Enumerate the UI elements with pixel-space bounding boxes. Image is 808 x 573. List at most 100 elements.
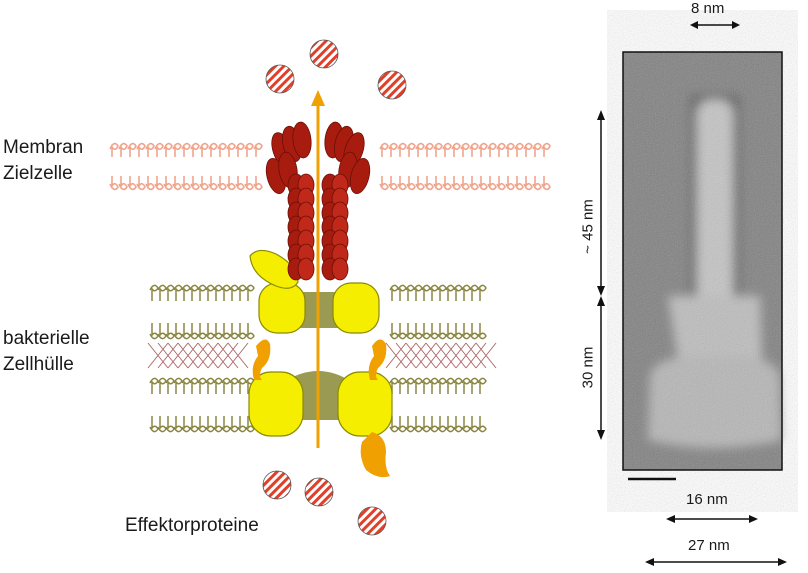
- needle-subunit: [331, 257, 349, 281]
- envelope-lipid: [445, 323, 455, 340]
- lipid-lower: [208, 176, 218, 191]
- envelope-lipid: [453, 323, 463, 340]
- envelope-lipid: [205, 377, 215, 394]
- envelope-lipid: [189, 377, 199, 394]
- envelope-lipid: [421, 284, 431, 301]
- envelope-lipid: [205, 416, 215, 433]
- lipid-lower: [145, 176, 155, 191]
- lipid-upper: [379, 142, 389, 157]
- lipid-upper: [541, 142, 551, 157]
- envelope-lipid: [413, 377, 423, 394]
- envelope-lipid: [389, 323, 399, 340]
- envelope-lipid: [157, 377, 167, 394]
- envelope-lipid: [221, 416, 231, 433]
- linker-left: [252, 339, 271, 380]
- envelope-lipid: [189, 284, 199, 301]
- lipid-upper: [460, 142, 470, 157]
- lipid-upper: [514, 142, 524, 157]
- lipid-lower: [181, 176, 191, 191]
- envelope-lipid: [213, 323, 223, 340]
- envelope-lipid: [413, 323, 423, 340]
- envelope-lipid: [421, 323, 431, 340]
- lipid-upper: [532, 142, 542, 157]
- envelope-lipid: [461, 284, 471, 301]
- envelope-lipid: [165, 284, 175, 301]
- lipid-lower: [253, 176, 263, 191]
- needle-width-label: 8 nm: [691, 0, 725, 17]
- lipid-upper: [163, 142, 173, 157]
- lipid-upper: [136, 142, 146, 157]
- envelope-lipid: [445, 416, 455, 433]
- lipid-upper: [181, 142, 191, 157]
- envelope-lipid: [429, 377, 439, 394]
- lipid-upper: [253, 142, 263, 157]
- lipid-lower: [505, 176, 515, 191]
- envelope-lipid: [197, 284, 207, 301]
- lipid-lower: [496, 176, 506, 191]
- envelope-lipid: [229, 416, 239, 433]
- envelope-lipid: [157, 416, 167, 433]
- envelope-lipid: [229, 323, 239, 340]
- envelope-lipid: [477, 416, 487, 433]
- envelope-lipid: [405, 323, 415, 340]
- lipid-lower: [190, 176, 200, 191]
- envelope-lipid: [437, 284, 447, 301]
- lipid-upper: [109, 142, 119, 157]
- envelope-lipid: [389, 284, 399, 301]
- envelope-lipid: [469, 284, 479, 301]
- envelope-lipid: [173, 323, 183, 340]
- lipid-lower: [415, 176, 425, 191]
- lipid-lower: [478, 176, 488, 191]
- lipid-lower: [514, 176, 524, 191]
- lipid-lower: [118, 176, 128, 191]
- lipid-upper: [127, 142, 137, 157]
- envelope-lipid: [213, 416, 223, 433]
- envelope-lipid: [237, 323, 247, 340]
- envelope-lipid: [229, 377, 239, 394]
- envelope-lipid: [181, 284, 191, 301]
- envelope-lipid: [429, 416, 439, 433]
- lipid-lower: [379, 176, 389, 191]
- needle-subunit: [297, 257, 315, 281]
- lower-ring-left: [248, 371, 304, 437]
- base-width-top-label: 16 nm: [686, 491, 728, 508]
- effector-ball: [309, 39, 339, 69]
- envelope-lipid: [445, 377, 455, 394]
- needle-subunit: [292, 121, 312, 159]
- envelope-lipid: [149, 284, 159, 301]
- lipid-upper: [190, 142, 200, 157]
- envelope-lipid: [189, 323, 199, 340]
- lipid-lower: [163, 176, 173, 191]
- envelope-label-line1: bakterielle: [3, 328, 90, 349]
- envelope-lipid: [157, 323, 167, 340]
- envelope-lipid: [205, 284, 215, 301]
- envelope-lipid: [477, 323, 487, 340]
- envelope-lipid: [421, 416, 431, 433]
- lipid-lower: [469, 176, 479, 191]
- envelope-lipid: [149, 377, 159, 394]
- lipid-upper: [145, 142, 155, 157]
- lipid-upper: [235, 142, 245, 157]
- membrane-label-line2: Zielzelle: [3, 163, 73, 184]
- envelope-lipid: [189, 416, 199, 433]
- envelope-lipid: [437, 416, 447, 433]
- lipid-lower: [523, 176, 533, 191]
- lipid-upper: [451, 142, 461, 157]
- envelope-lipid: [221, 377, 231, 394]
- envelope-lipid: [477, 284, 487, 301]
- outer-bilayer: [149, 284, 487, 340]
- envelope-lipid: [453, 284, 463, 301]
- lipid-upper: [199, 142, 209, 157]
- envelope-lipid: [397, 377, 407, 394]
- needle-complex: [265, 121, 371, 281]
- envelope-lipid: [245, 323, 255, 340]
- lipid-lower: [244, 176, 254, 191]
- base-width-bottom-label: 27 nm: [688, 537, 730, 554]
- lipid-lower: [217, 176, 227, 191]
- lipid-upper: [424, 142, 434, 157]
- chaperone-protein: [360, 432, 390, 478]
- upper-ring-left: [258, 282, 306, 334]
- envelope-lipid: [221, 323, 231, 340]
- lipid-upper: [397, 142, 407, 157]
- lipid-lower: [226, 176, 236, 191]
